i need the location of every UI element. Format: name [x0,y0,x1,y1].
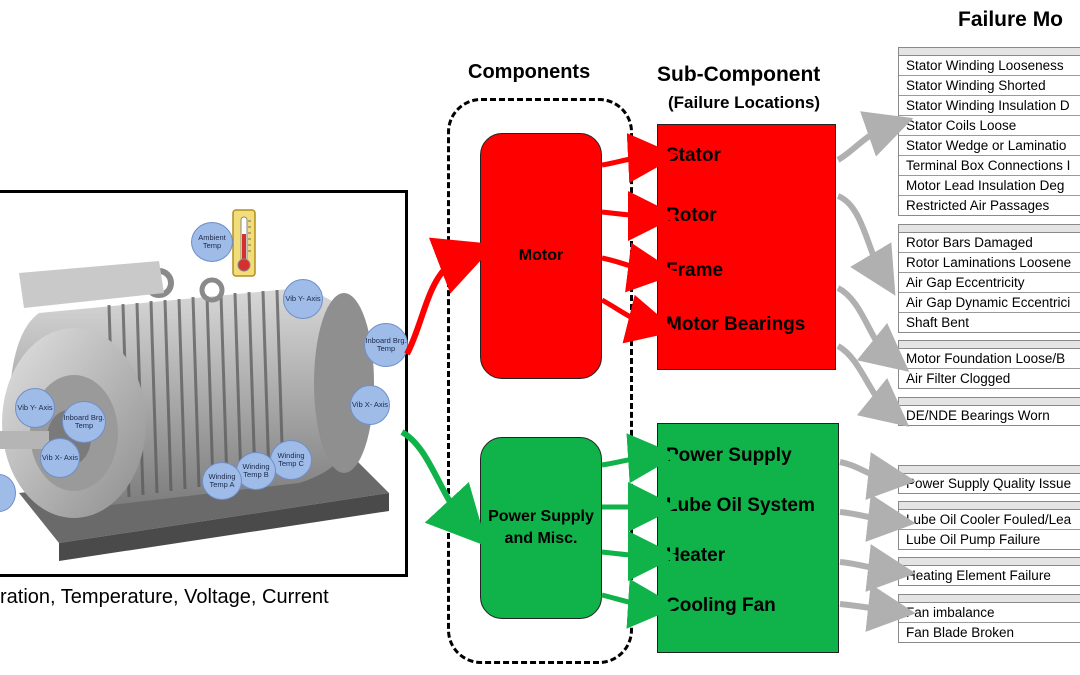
failure-modes-power-supply: Power Supply Quality Issue [898,465,1080,494]
sensor-winding-temp-c: Winding Temp C [270,440,312,480]
failure-mode-item: DE/NDE Bearings Worn [906,408,1050,423]
measurements-caption: ration, Temperature, Voltage, Current [0,586,329,608]
sensor-winding-temp-a: Winding Temp A [202,462,242,500]
failure-mode-item: Stator Winding Looseness [899,56,1080,76]
subcomponent-lube-oil-system: Lube Oil System [666,495,815,516]
arrow-photo-to-motor [404,237,496,356]
power-supply-component-label: Power Supply and Misc. [488,507,594,547]
thermometer-icon [232,209,256,277]
arrow-power-to-power-supply [601,433,678,484]
sensor-vib-y-axis-front: Vib Y- Axis [15,388,55,428]
arrow-motor-to-rotor [601,190,678,241]
failure-mode-item: Restricted Air Passages [906,198,1050,213]
arrow-power-to-heater [601,530,678,581]
failure-mode-item: Terminal Box Connections I [899,156,1080,176]
sensor-vib-x-axis-front: Vib X- Axis [40,438,80,478]
sensor-ambient-temp: Ambient Temp [191,222,233,262]
sub-component-header: Sub-Component [657,63,821,86]
subcomponent-power-supply: Power Supply [666,445,792,466]
failure-mode-item: Stator Winding Shorted [899,76,1080,96]
failure-modes-stator: Stator Winding Looseness Stator Winding … [898,47,1080,216]
sensor-inboard-brg-temp-front: Inboard Brg. Temp [62,401,106,443]
power-supply-component-box: Power Supply and Misc. [480,437,602,619]
failure-mode-item: Lube Oil Pump Failure [906,532,1041,547]
failure-modes-rotor: Rotor Bars Damaged Rotor Laminations Loo… [898,224,1080,333]
arrow-photo-to-power [400,429,488,547]
sensor-vib-y-axis-top: Vib Y- Axis [283,279,323,319]
failure-mode-item: Rotor Laminations Loosene [899,253,1080,273]
failure-mode-item: Stator Coils Loose [899,116,1080,136]
failure-mode-item: Air Filter Clogged [906,371,1011,386]
arrow-power-supply-to-modes [839,452,916,500]
failure-locations-header: (Failure Locations) [668,93,821,112]
arrow-lube-oil-to-modes [839,494,916,542]
arrow-power-to-cooling-fan [601,578,678,629]
failure-modes-bearings: DE/NDE Bearings Worn [898,397,1080,426]
arrow-motor-to-bearings [600,294,678,344]
motor-component-box: Motor [480,133,602,379]
failure-mode-item: Motor Foundation Loose/B [899,349,1080,369]
components-frame [447,98,633,664]
failure-mode-item: Lube Oil Cooler Fouled/Lea [899,510,1080,530]
failure-mode-item: Shaft Bent [906,315,970,330]
failure-mode-item: Motor Lead Insulation Deg [899,176,1080,196]
failure-mode-item: Power Supply Quality Issue [906,476,1072,491]
motor-component-label: Motor [518,247,564,264]
failure-modes-frame: Motor Foundation Loose/B Air Filter Clog… [898,340,1080,389]
failure-mode-item: Heating Element Failure [906,568,1051,583]
arrow-motor-to-stator [601,133,678,183]
subcomponent-cooling-fan: Cooling Fan [666,595,776,616]
arrow-frame-to-modes [836,285,910,372]
motor-subcomponent-box [657,124,836,370]
subcomponent-stator: Stator [666,145,721,166]
arrow-cooling-fan-to-modes [839,584,916,632]
failure-mode-item: Stator Winding Insulation D [899,96,1080,116]
arrow-stator-to-modes [836,111,914,163]
failure-mode-item: Air Gap Eccentricity [899,273,1080,293]
sensor-inboard-brg-temp-right: Inboard Brg. Temp [364,323,408,367]
components-header: Components [468,61,591,83]
failure-mode-item: Stator Wedge or Laminatio [899,136,1080,156]
failure-mode-item: Air Gap Dynamic Eccentrici [899,293,1080,313]
subcomponent-motor-bearings: Motor Bearings [666,314,806,335]
failure-mode-item: Fan Blade Broken [906,625,1015,640]
subcomponent-heater: Heater [666,545,726,566]
failure-modes-cooling-fan: Fan imbalance Fan Blade Broken [898,594,1080,643]
sensor-vib-x-axis-right: Vib X- Axis [350,385,390,425]
failure-mode-item: Rotor Bars Damaged [899,233,1080,253]
subcomponent-rotor: Rotor [666,205,717,226]
arrow-heater-to-modes [839,544,916,592]
subcomponent-frame: Frame [666,260,724,281]
arrow-motor-to-frame [601,242,678,293]
arrow-rotor-to-modes [836,193,896,296]
failure-modes-header: Failure Mo [958,8,1064,31]
failure-mode-item: Fan imbalance [899,603,1080,623]
arrow-bearings-to-modes [836,343,910,427]
